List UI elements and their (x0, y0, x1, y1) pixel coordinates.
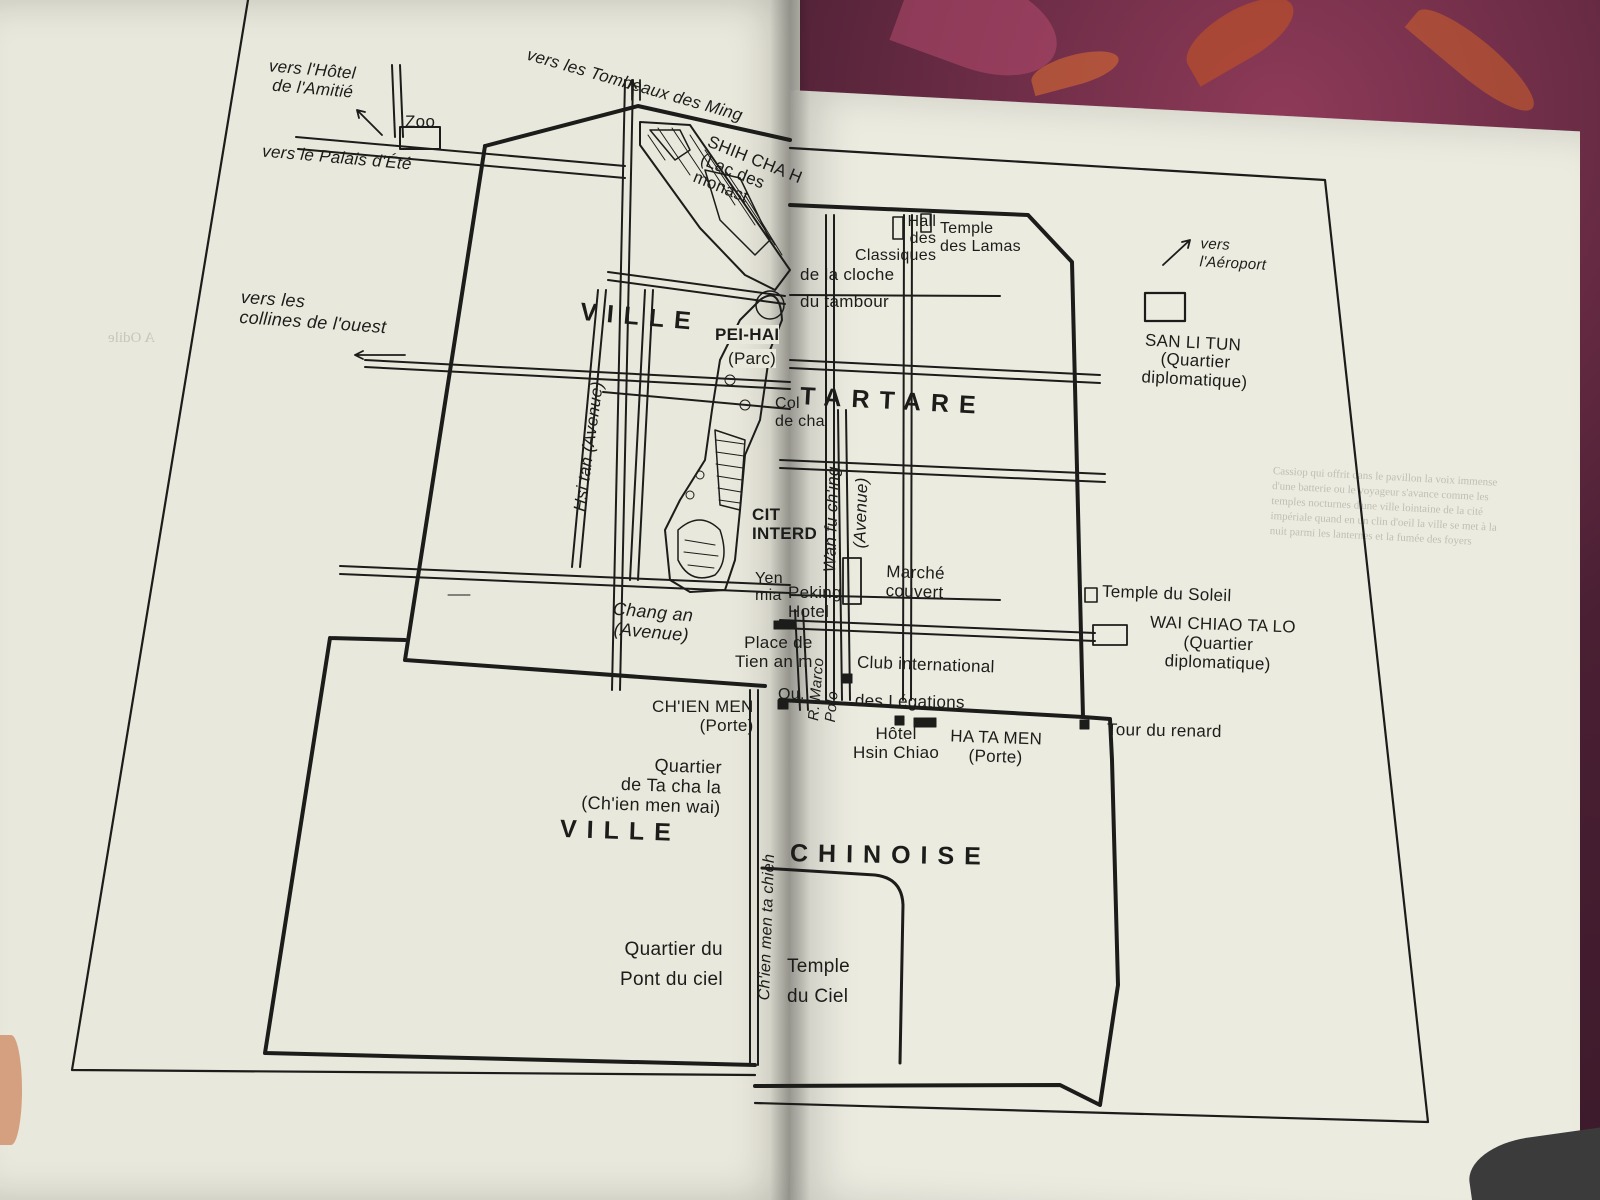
arrow-icon (354, 79, 1191, 360)
right-page-frame (753, 146, 1430, 1124)
book-left-page (0, 0, 800, 1200)
temple-of-heaven-enclosure (760, 866, 905, 1065)
road (611, 79, 634, 691)
road (607, 271, 786, 305)
chinese-city-wall (753, 715, 1120, 1107)
label-quartier-ta-cha-la: Quartier de Ta cha la (Ch'ien men wai) (580, 755, 723, 818)
label-peking-hotel: Peking Hotel (788, 583, 842, 621)
label-ville-tartare-2: TARTARE (799, 382, 987, 420)
road (902, 214, 913, 701)
label-temple-lamas: Temple des Lamas (940, 220, 1021, 255)
label-hall-classiques: Hall des Classiques (855, 213, 937, 264)
road (391, 64, 404, 138)
market-building (842, 557, 862, 605)
label-tour-renard: Tour du renard (1106, 719, 1222, 742)
label-place-tien-an-men: Place de Tien an m (735, 633, 813, 671)
road (571, 289, 607, 568)
road (749, 689, 759, 1066)
road (602, 391, 791, 410)
label-ha-ta-men: HA TA MEN (Porte) (950, 726, 1043, 767)
label-vers-aeroport: vers l'Aéroport (1199, 235, 1267, 274)
tartar-city-wall (778, 203, 1085, 719)
road (629, 289, 654, 581)
road (339, 565, 791, 594)
renard-marker (1079, 719, 1090, 730)
left-page-frame (70, 0, 757, 1077)
temple-soleil-building (1084, 587, 1098, 603)
road (295, 136, 626, 179)
label-ville-chinoise-2: CHINOISE (789, 839, 992, 871)
san-li-tun-block (1143, 291, 1187, 323)
hall-building (892, 216, 904, 240)
peking-hotel-marker (773, 620, 797, 630)
label-rue-marco-polo: R. Marco Polo (805, 656, 842, 723)
label-cite-interdite: CIT INTERD (752, 505, 818, 543)
tartar-city-wall (403, 144, 767, 688)
legation-marker (894, 715, 905, 726)
label-tambour: du tambour (800, 292, 889, 311)
temple-lamas-building (920, 213, 932, 233)
label-marche-couvert: Marché couvert (885, 561, 946, 602)
wai-chiao-block (1092, 624, 1128, 646)
label-wan-fu-ching: Wan fu ch'ing (820, 466, 843, 573)
label-zoo: Zoo (405, 112, 436, 131)
label-yen-miao: Yen mia (755, 570, 783, 604)
book-gutter (770, 0, 810, 1200)
thumb (0, 1035, 22, 1145)
label-colline: Col de cha (775, 395, 825, 430)
shih-cha-hai-lake (639, 121, 791, 291)
chinese-city-wall (263, 636, 757, 1067)
label-vers-hotel: vers l'Hôtel de l'Amitié (266, 56, 357, 102)
label-ville-chinoise-1: VILLE (559, 814, 682, 848)
chien-men-marker (777, 699, 789, 710)
road (825, 214, 835, 701)
label-wai-chiao-sub: (Quartier diplomatique) (1164, 632, 1271, 674)
label-chang-an: Chang an (Avenue) (612, 598, 695, 646)
road (837, 409, 851, 701)
label-temple-du-ciel: Temple du Ciel (787, 956, 851, 1007)
label-parc: (Parc) (728, 349, 777, 368)
label-chien-men-porte: CH'IEN MEN (Porte) (652, 697, 754, 735)
zoo-building (399, 126, 441, 150)
pei-hai-lake (664, 290, 785, 593)
tartar-city-wall (483, 104, 792, 148)
label-pei-hai: PEI-HAI (715, 325, 780, 344)
label-quartier-pont-du-ciel: Quartier du Pont du ciel (620, 939, 723, 990)
hsin-chiao-marker (913, 717, 937, 728)
road (364, 359, 791, 390)
label-cloche: de la cloche (800, 265, 895, 284)
label-avenue-vertical: (Avenue) (850, 476, 872, 549)
label-san-li-tun-sub: (Quartier diplomatique) (1141, 349, 1248, 392)
club-marker (842, 673, 853, 684)
label-legations: des Légations (854, 691, 965, 712)
label-hotel-hsin-chiao: Hôtel Hsin Chiao (853, 724, 940, 762)
label-quartier-abbr: Qu. (778, 686, 805, 703)
